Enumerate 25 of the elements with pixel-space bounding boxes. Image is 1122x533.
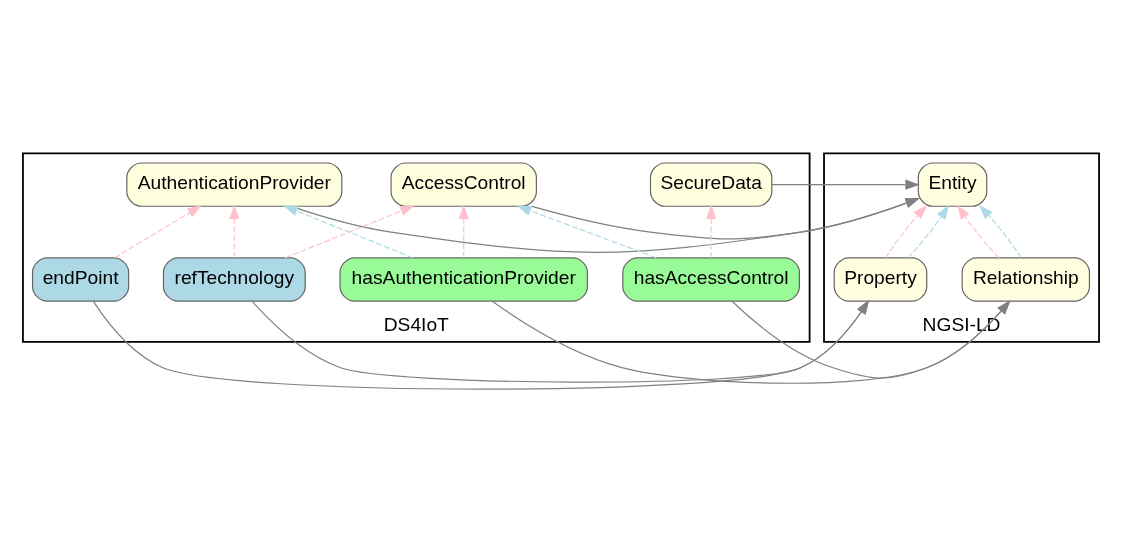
node-box: Property: [833, 257, 928, 302]
arrow: [516, 205, 657, 259]
arrow: [458, 204, 469, 259]
arrow: [957, 204, 1000, 259]
arrow: [706, 204, 717, 259]
node-box: SecureData: [649, 162, 773, 207]
arrow: [229, 204, 240, 259]
arrow: [907, 204, 949, 259]
arrow: [978, 205, 1022, 259]
node-box: refTechnology: [162, 257, 306, 302]
node-box: hasAccessControl: [622, 257, 800, 302]
arrow: [771, 179, 920, 190]
arrow: [92, 299, 870, 390]
arrow: [491, 300, 1011, 384]
node-box: AccessControl: [390, 162, 537, 207]
arrow: [251, 299, 870, 383]
arrow: [885, 204, 928, 259]
arrow: [531, 198, 920, 240]
node-box: hasAuthenticationProvider: [339, 257, 588, 302]
arrow: [731, 300, 1011, 379]
node-box: Relationship: [961, 257, 1091, 302]
node-box: AuthenticationProvider: [126, 162, 343, 207]
node-box: endPoint: [31, 257, 130, 302]
arrow: [114, 205, 202, 259]
node-box: Entity: [917, 162, 988, 207]
